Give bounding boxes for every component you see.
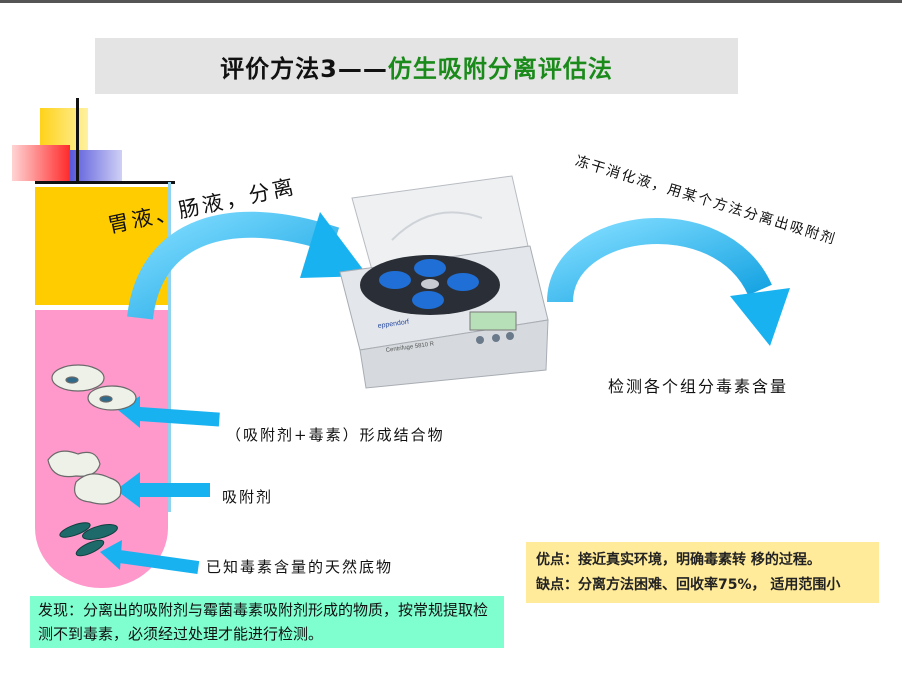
centrifuge-image — [339, 175, 549, 389]
tube-wall — [168, 182, 171, 512]
arrow-adsorbent — [116, 472, 210, 508]
deco-blue-block — [64, 150, 122, 182]
arrow-substrate — [100, 540, 200, 575]
centrifuge-brand: eppendorf — [377, 319, 409, 330]
deco-horizontal-line — [35, 181, 175, 184]
label-substrate: 已知毒素含量的天然底物 — [206, 558, 394, 576]
complex-particles — [51, 364, 137, 411]
adsorbent-particles — [47, 450, 122, 505]
deco-vertical-line — [76, 98, 79, 184]
pros-text: 优点：接近真实环境，明确毒素转 移的过程。 — [536, 552, 821, 568]
result-label: 检测各个组分毒素含量 — [608, 377, 789, 396]
top-rule — [0, 0, 902, 3]
substrate-particles — [59, 522, 118, 557]
curved-arrow-to-centrifuge — [127, 211, 368, 320]
deco-red-block — [12, 145, 70, 181]
finding-note: 发现：分离出的吸附剂与霉菌毒素吸附剂形成的物质，按常规提取检测不到毒素，必须经过… — [30, 596, 504, 648]
curved-arrow-to-result — [547, 218, 790, 346]
pros-cons-box: 优点：接近真实环境，明确毒素转 移的过程。 缺点：分离方法困难、回收率75%， … — [526, 542, 879, 603]
cons-text: 缺点：分离方法困难、回收率75%， 适用范围小 — [536, 577, 841, 593]
arrow-complex — [118, 396, 220, 428]
page-title: 评价方法3—— 仿生吸附分离评估法 — [95, 38, 738, 94]
title-prefix: 评价方法3—— — [220, 54, 388, 83]
label-complex: （吸附剂+毒素）形成结合物 — [226, 426, 445, 444]
title-method-name: 仿生吸附分离评估法 — [387, 54, 613, 83]
label-adsorbent: 吸附剂 — [222, 488, 274, 506]
